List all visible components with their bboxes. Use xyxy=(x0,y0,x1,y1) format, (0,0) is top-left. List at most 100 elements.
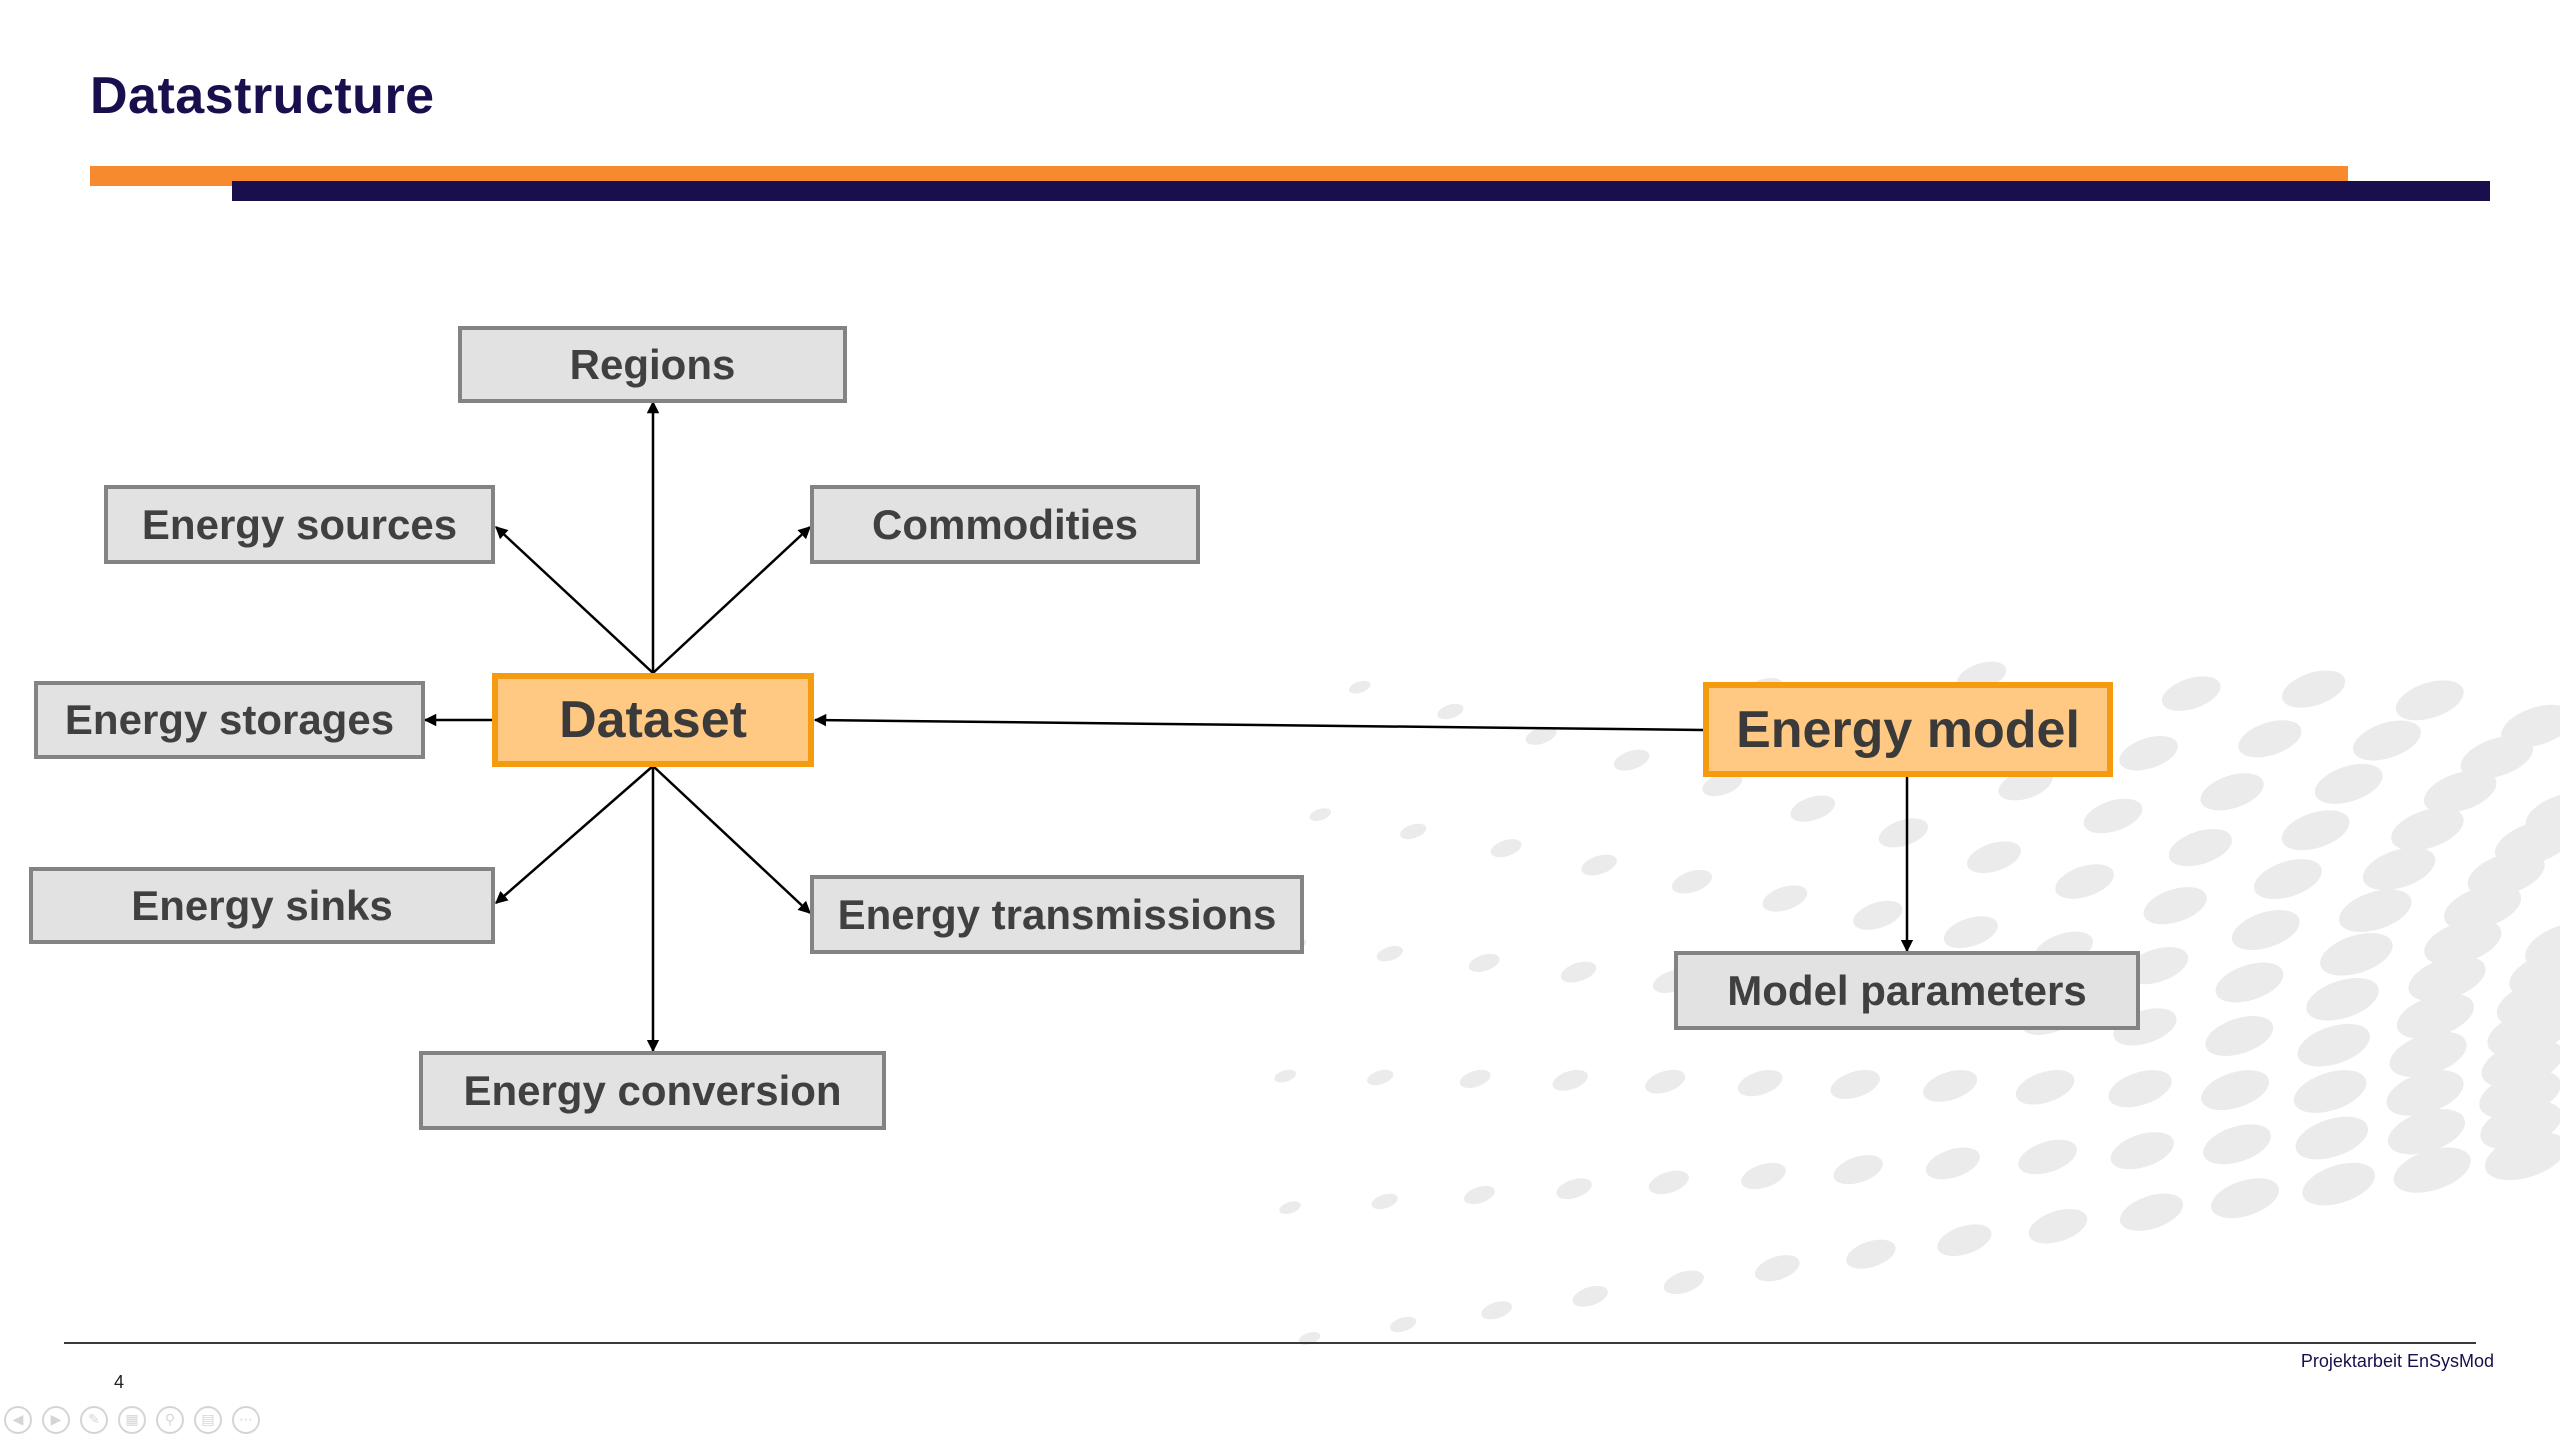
background-dot xyxy=(1741,1162,1786,1190)
next-slide-icon[interactable]: ▶ xyxy=(42,1406,70,1434)
background-dot xyxy=(2119,1193,2184,1231)
zoom-icon[interactable]: ⚲ xyxy=(156,1406,184,1434)
background-dot xyxy=(1737,1069,1783,1097)
page-number: 4 xyxy=(114,1372,125,1392)
background-dot xyxy=(1671,869,1713,894)
background-dot xyxy=(1790,795,1836,822)
background-dot xyxy=(1663,1270,1704,1295)
background-dot xyxy=(2015,1070,2075,1105)
background-dot xyxy=(1389,1316,1417,1333)
background-dot xyxy=(2314,763,2383,804)
background-dot xyxy=(1274,1069,1296,1083)
background-dot xyxy=(1367,1069,1394,1086)
node-energy-sources: Energy sources xyxy=(104,485,495,564)
background-dot xyxy=(1481,1301,1513,1320)
previous-slide-icon[interactable]: ◀ xyxy=(4,1406,32,1434)
background-dot xyxy=(2205,1016,2274,1056)
node-commodities: Commodities xyxy=(810,485,1200,564)
background-dot xyxy=(2281,810,2350,851)
background-dot xyxy=(2124,947,2189,985)
footer-divider xyxy=(64,1342,2476,1344)
background-dot xyxy=(1572,1285,1608,1307)
background-dot xyxy=(2396,993,2474,1039)
node-energy-model: Energy model xyxy=(1703,682,2113,777)
background-dot xyxy=(2352,720,2421,761)
background-dot xyxy=(2110,1132,2174,1170)
background-dot xyxy=(2083,798,2143,834)
node-model-parameters: Model parameters xyxy=(1674,951,2140,1030)
background-dot xyxy=(1846,1239,1896,1269)
pen-icon[interactable]: ✎ xyxy=(80,1406,108,1434)
background-dot xyxy=(1348,680,1371,694)
node-regions: Regions xyxy=(458,326,847,403)
background-dot xyxy=(2339,889,2412,933)
background-dot xyxy=(1309,808,1332,821)
background-dot xyxy=(2389,1031,2467,1077)
background-dot xyxy=(1463,1185,1495,1205)
edge-energy-model-dataset xyxy=(813,713,1704,732)
slide-title: Datastructure xyxy=(90,67,435,125)
background-dot xyxy=(2424,919,2502,965)
background-dot xyxy=(2295,1116,2369,1160)
footer-caption: Projektarbeit EnSysMod xyxy=(2300,1351,2494,1371)
background-dot xyxy=(1552,1069,1588,1091)
background-dot xyxy=(1645,1069,1686,1094)
background-dot xyxy=(1279,1201,1301,1215)
background-dot xyxy=(1525,726,1557,745)
background-dot xyxy=(1702,772,1743,797)
background-dot xyxy=(2423,770,2497,814)
background-dot xyxy=(1754,1255,1800,1282)
background-dot xyxy=(2028,1208,2088,1244)
node-energy-transmissions: Energy transmissions xyxy=(810,875,1304,954)
background-dot xyxy=(1943,916,1998,948)
background-dot xyxy=(1878,818,1929,848)
background-dot xyxy=(1762,885,1808,912)
subtitles-icon[interactable]: ▤ xyxy=(194,1406,222,1434)
node-energy-conversion: Energy conversion xyxy=(419,1051,886,1130)
background-dot xyxy=(1490,839,1522,858)
background-dot xyxy=(2119,735,2178,771)
background-dot xyxy=(2297,1023,2370,1067)
background-dot xyxy=(2211,1178,2280,1219)
background-dot xyxy=(2215,962,2284,1003)
background-dot xyxy=(2108,1070,2172,1108)
background-dot xyxy=(2143,887,2207,925)
node-energy-storages: Energy storages xyxy=(34,681,425,759)
background-dot xyxy=(2203,1124,2271,1165)
background-dot xyxy=(2501,704,2560,748)
background-dot xyxy=(1937,1224,1992,1257)
background-dot xyxy=(2238,720,2302,758)
background-dot xyxy=(1376,945,1403,962)
edge-dataset-energy-sinks xyxy=(495,765,654,904)
background-dot xyxy=(2201,1070,2270,1111)
background-dot xyxy=(2393,1147,2471,1193)
background-dot xyxy=(2302,1162,2375,1206)
slides-grid-icon[interactable]: ▦ xyxy=(118,1406,146,1434)
background-dot xyxy=(2395,680,2464,721)
background-dot xyxy=(2391,807,2464,851)
background-dot xyxy=(2362,847,2436,891)
background-dot xyxy=(2525,921,2560,970)
background-dot xyxy=(1459,1069,1491,1088)
background-dot xyxy=(1560,961,1597,983)
background-dot xyxy=(1925,1147,1980,1180)
background-dot xyxy=(1923,1070,1978,1102)
background-dot xyxy=(1556,1178,1592,1200)
background-dot xyxy=(2161,676,2221,711)
background-dot xyxy=(1613,749,1650,771)
background-dot xyxy=(1581,854,1617,876)
background-dot xyxy=(2231,910,2300,950)
background-dot xyxy=(1468,953,1500,972)
background-dot xyxy=(2408,955,2486,1002)
edge-dataset-commodities xyxy=(652,526,811,674)
more-options-icon[interactable]: ⋯ xyxy=(232,1406,260,1434)
background-dot xyxy=(2320,932,2393,976)
background-dot xyxy=(2018,1139,2077,1175)
background-dot xyxy=(1833,1155,1883,1185)
background-dot xyxy=(2200,773,2264,811)
background-dot xyxy=(1967,841,2021,874)
node-dataset: Dataset xyxy=(492,673,814,767)
background-dot xyxy=(1400,823,1427,840)
